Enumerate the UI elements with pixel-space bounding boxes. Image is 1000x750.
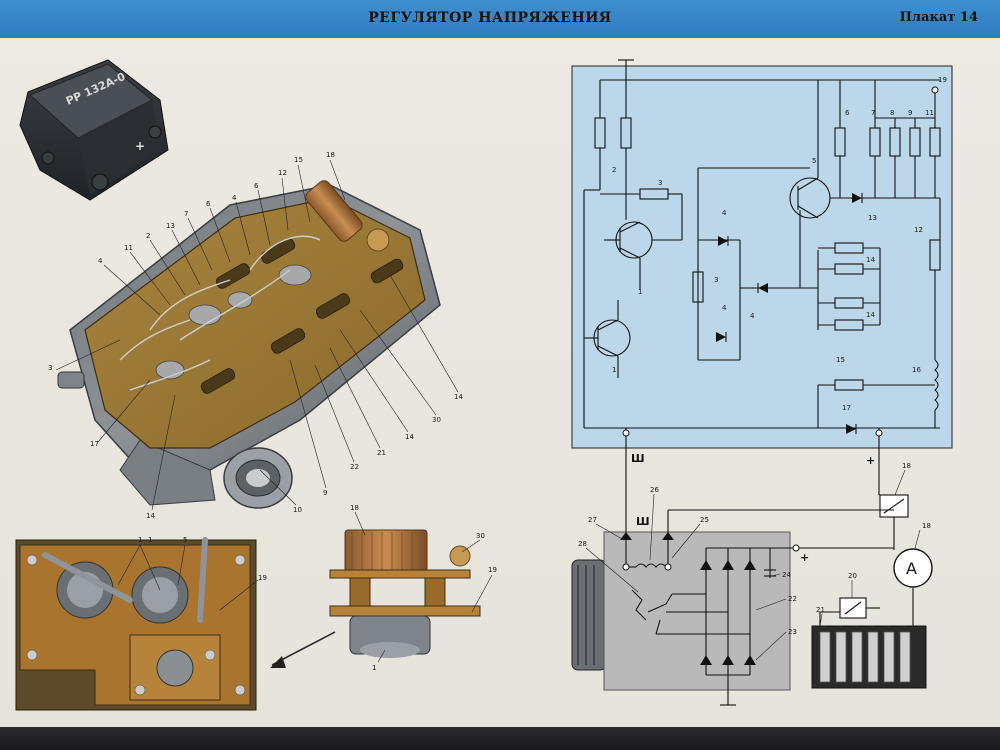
callout-21: 21	[377, 449, 386, 457]
board-underside-detail: 1 5 19 1	[15, 536, 267, 711]
bottom-band	[0, 727, 1000, 750]
terminal-sh-label: Ш	[631, 452, 645, 465]
sch-callout-16: 16	[912, 366, 921, 374]
sch-callout-14b: 14	[866, 311, 875, 319]
callout-6b: 6	[206, 200, 211, 208]
sch-callout-4: 4	[722, 209, 727, 217]
sch-callout-15: 15	[836, 356, 845, 364]
regulator-cutaway: 18 15 12 6 4 6 7 13 2 11 4 3 17 14 10 9 …	[48, 151, 463, 520]
callout-7: 7	[184, 210, 188, 218]
callout-14: 14	[146, 512, 155, 520]
assembly-callout-30: 30	[476, 532, 485, 540]
callout-13: 13	[166, 222, 175, 230]
title-band	[0, 0, 1000, 38]
sch-callout-7: 7	[871, 109, 875, 117]
gen-terminal-plus: +	[800, 551, 809, 564]
generator-circuit: A Ш +	[571, 448, 933, 706]
coil-assembly: 18 30 19 1	[329, 504, 497, 672]
callout-4: 4	[232, 194, 237, 202]
callout-12: 12	[278, 169, 287, 177]
sch-callout-1b: 1	[612, 366, 616, 374]
gen-callout-27: 27	[588, 516, 597, 524]
gen-callout-18: 18	[902, 462, 911, 470]
regulator-schematic: Ш + 19 2 6 7 8 9 11 3 5 4 13 12 3 4 14 1…	[571, 59, 953, 467]
gen-callout-26: 26	[650, 486, 659, 494]
sch-callout-1: 1	[638, 288, 642, 296]
ammeter-symbol: A	[906, 559, 917, 578]
sch-callout-13: 13	[868, 214, 877, 222]
sch-callout-5: 5	[812, 157, 816, 165]
sch-callout-8: 8	[890, 109, 894, 117]
sch-callout-3: 3	[658, 179, 662, 187]
sch-callout-19: 19	[938, 76, 947, 84]
sch-callout-6: 6	[845, 109, 850, 117]
callout-22: 22	[350, 463, 359, 471]
detail-callout-19: 19	[258, 574, 267, 582]
sch-callout-9: 9	[908, 109, 912, 117]
sch-callout-14: 14	[866, 256, 875, 264]
assembly-callout-19: 19	[488, 566, 497, 574]
detail-callout-1: 1	[138, 536, 142, 544]
callout-14c: 14	[454, 393, 463, 401]
sch-callout-4b: 4	[750, 312, 755, 320]
gen-callout-20: 20	[848, 572, 857, 580]
svg-text:+: +	[135, 139, 145, 153]
callout-10: 10	[293, 506, 302, 514]
gen-callout-23: 23	[788, 628, 797, 636]
gen-callout-22: 22	[788, 595, 797, 603]
sch-callout-2: 2	[612, 166, 616, 174]
callout-14b: 14	[405, 433, 414, 441]
poster-title: РЕГУЛЯТОР НАПРЯЖЕНИЯ	[368, 10, 612, 26]
callout-11: 11	[124, 244, 133, 252]
callout-17: 17	[90, 440, 99, 448]
terminal-plus-label: +	[866, 454, 875, 467]
callout-4b: 4	[98, 257, 103, 265]
sch-callout-11: 11	[925, 109, 934, 117]
sch-callout-17: 17	[842, 404, 851, 412]
gen-callout-28: 28	[578, 540, 587, 548]
sch-callout-3b: 3	[714, 276, 718, 284]
callout-30: 30	[432, 416, 441, 424]
assembly-callout-1: 1	[372, 664, 376, 672]
gen-callout-21: 21	[816, 606, 825, 614]
callout-9: 9	[323, 489, 327, 497]
callout-18: 18	[326, 151, 335, 159]
gen-callout-25: 25	[700, 516, 709, 524]
callout-2: 2	[146, 232, 150, 240]
callout-6: 6	[254, 182, 259, 190]
callout-15: 15	[294, 156, 303, 164]
plate-number: Плакат 14	[899, 10, 978, 25]
callout-3: 3	[48, 364, 52, 372]
assembly-callout-18: 18	[350, 504, 359, 512]
sch-callout-4c: 4	[722, 304, 727, 312]
detail-callout-1b: 1	[148, 536, 152, 544]
gen-callout-18b: 18	[922, 522, 931, 530]
detail-callout-5: 5	[183, 536, 187, 544]
sch-callout-12: 12	[914, 226, 923, 234]
gen-terminal-sh: Ш	[636, 515, 650, 528]
gen-callout-24: 24	[782, 571, 791, 579]
regulator-case-photo: РР 132А-0 +	[19, 59, 169, 201]
